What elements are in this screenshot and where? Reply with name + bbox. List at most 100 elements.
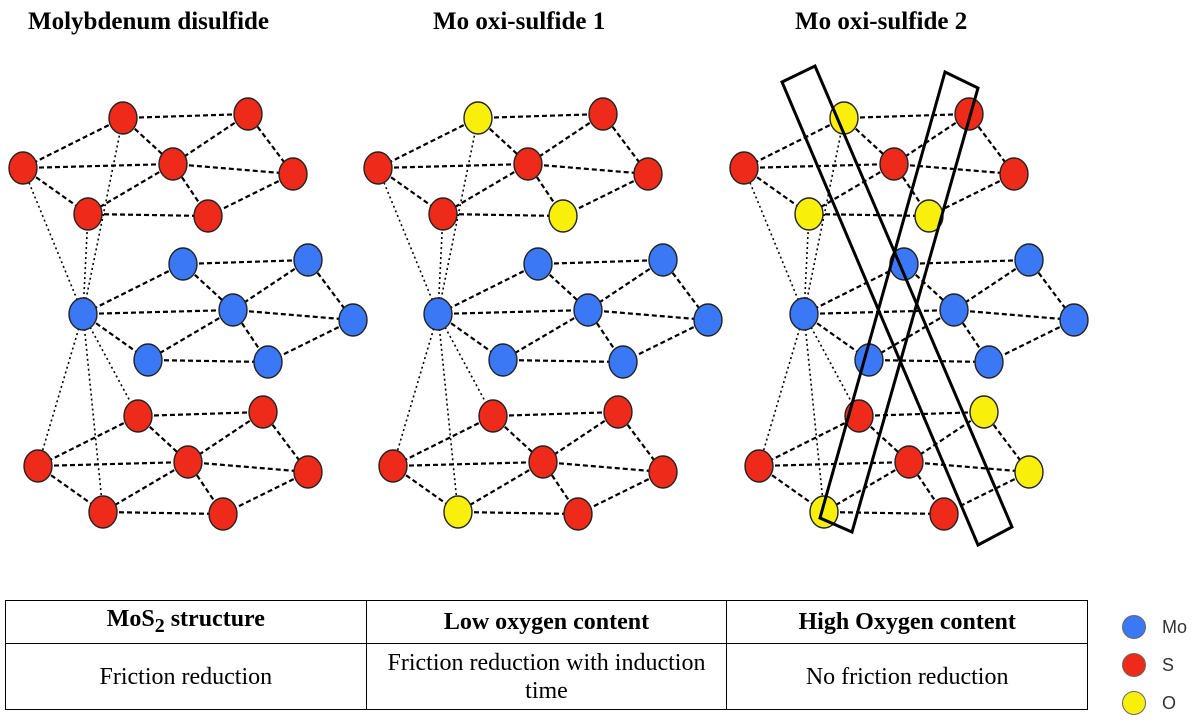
s-atom bbox=[588, 97, 618, 131]
atomic-bond bbox=[953, 308, 1075, 322]
atomic-bond bbox=[502, 358, 624, 364]
mo-atom bbox=[693, 303, 723, 337]
atomic-bond bbox=[457, 461, 544, 513]
legend-item-mo: Mo bbox=[1122, 608, 1187, 646]
atomic-bond bbox=[102, 461, 189, 513]
o-atom bbox=[794, 197, 824, 231]
atomic-bond bbox=[437, 263, 539, 315]
s-atom bbox=[108, 101, 138, 135]
s-atom bbox=[248, 395, 278, 429]
atomic-bond bbox=[808, 212, 930, 218]
table-header-low-oxygen: Low oxygen content bbox=[365, 600, 728, 644]
s-atom bbox=[428, 197, 458, 231]
legend-label: O bbox=[1162, 692, 1177, 713]
s-atom bbox=[73, 197, 103, 231]
atomic-bond bbox=[527, 162, 649, 176]
o-atom bbox=[829, 101, 859, 135]
mo-atom bbox=[573, 293, 603, 327]
vdw-interaction-line bbox=[377, 167, 439, 315]
atomic-bond bbox=[232, 308, 354, 322]
legend-label: S bbox=[1162, 654, 1175, 675]
s-atom bbox=[363, 151, 393, 185]
header-text: structure bbox=[164, 605, 265, 632]
atomic-bond bbox=[377, 117, 479, 169]
s-atom bbox=[88, 495, 118, 529]
header-text: High Oxygen content bbox=[798, 609, 1016, 635]
atomic-bond bbox=[502, 309, 589, 361]
atomic-bond bbox=[187, 460, 309, 474]
mo-atom bbox=[974, 345, 1004, 379]
title-mo-oxi-sulfide-1: Mo oxi-sulfide 1 bbox=[433, 8, 606, 35]
atomic-bond bbox=[823, 510, 945, 516]
mo-atom bbox=[253, 345, 283, 379]
table-header-mos2: MoS2 structure bbox=[5, 600, 367, 644]
mo-atom bbox=[648, 243, 678, 277]
table-header-row: MoS2 structure Low oxygen content High O… bbox=[5, 600, 1088, 644]
atomic-bond bbox=[542, 460, 664, 474]
s-atom bbox=[293, 455, 323, 489]
s-atom bbox=[929, 497, 959, 531]
atomic-bond bbox=[82, 263, 184, 315]
atomic-bond bbox=[137, 410, 264, 418]
s-atom bbox=[563, 497, 593, 531]
table-cell: No friction reduction bbox=[726, 643, 1088, 710]
atomic-bond bbox=[182, 258, 309, 266]
atomic-bond bbox=[758, 415, 860, 467]
cross-out-bar bbox=[780, 63, 1014, 548]
title-molybdenum-disulfide: Molybdenum disulfide bbox=[28, 8, 270, 35]
mo-atom bbox=[1014, 243, 1044, 277]
atomic-bond bbox=[457, 510, 579, 516]
mo-atom bbox=[939, 293, 969, 327]
mo-atom bbox=[608, 345, 638, 379]
s-atom bbox=[894, 445, 924, 479]
atomic-bond bbox=[122, 112, 249, 120]
legend-label: Mo bbox=[1162, 616, 1188, 637]
vdw-interaction-line bbox=[437, 313, 459, 513]
atomic-bond bbox=[843, 112, 970, 120]
atomic-bond bbox=[37, 460, 189, 468]
legend-item-s: S bbox=[1122, 646, 1187, 684]
atomic-bond bbox=[587, 308, 709, 322]
atomic-bond bbox=[823, 461, 910, 513]
atomic-bond bbox=[22, 162, 174, 170]
s-atom bbox=[173, 445, 203, 479]
s-atom bbox=[744, 449, 774, 483]
vdw-interaction-line bbox=[803, 313, 860, 417]
s-atom bbox=[378, 449, 408, 483]
mo-atom bbox=[68, 297, 98, 331]
atomic-bond bbox=[442, 212, 564, 218]
s-atom bbox=[729, 151, 759, 185]
header-text: MoS bbox=[106, 605, 155, 632]
atomic-bond bbox=[492, 410, 619, 418]
atomic-bond bbox=[102, 510, 224, 516]
vdw-interaction-line bbox=[82, 117, 124, 315]
s-atom bbox=[954, 97, 984, 131]
s-atom bbox=[528, 445, 558, 479]
atomic-bond bbox=[908, 460, 1030, 474]
s-atom bbox=[23, 449, 53, 483]
mo-atom bbox=[293, 243, 323, 277]
vdw-interaction-line bbox=[743, 167, 805, 315]
s-atom bbox=[8, 151, 38, 185]
atomic-bond bbox=[87, 163, 174, 215]
o-atom bbox=[809, 495, 839, 529]
atomic-bond bbox=[392, 415, 494, 467]
vdw-interaction-line bbox=[758, 313, 805, 467]
mo-atom bbox=[338, 303, 368, 337]
o-atom bbox=[443, 495, 473, 529]
s-atom bbox=[879, 147, 909, 181]
mo-atom bbox=[423, 297, 453, 331]
table-cell: Friction reduction with induction time bbox=[365, 643, 728, 710]
atomic-bond bbox=[22, 117, 124, 169]
s-atom bbox=[478, 399, 508, 433]
atomic-bond bbox=[147, 309, 234, 361]
mo-atom bbox=[1059, 303, 1089, 337]
atomic-bond bbox=[82, 308, 234, 316]
atomic-bond bbox=[868, 358, 990, 364]
legend-item-o: O bbox=[1122, 684, 1187, 722]
table-header-high-oxygen: High Oxygen content bbox=[726, 600, 1088, 644]
table-cell: Friction reduction bbox=[5, 643, 367, 710]
o-atom-icon bbox=[1122, 691, 1146, 715]
s-atom-icon bbox=[1122, 653, 1146, 677]
